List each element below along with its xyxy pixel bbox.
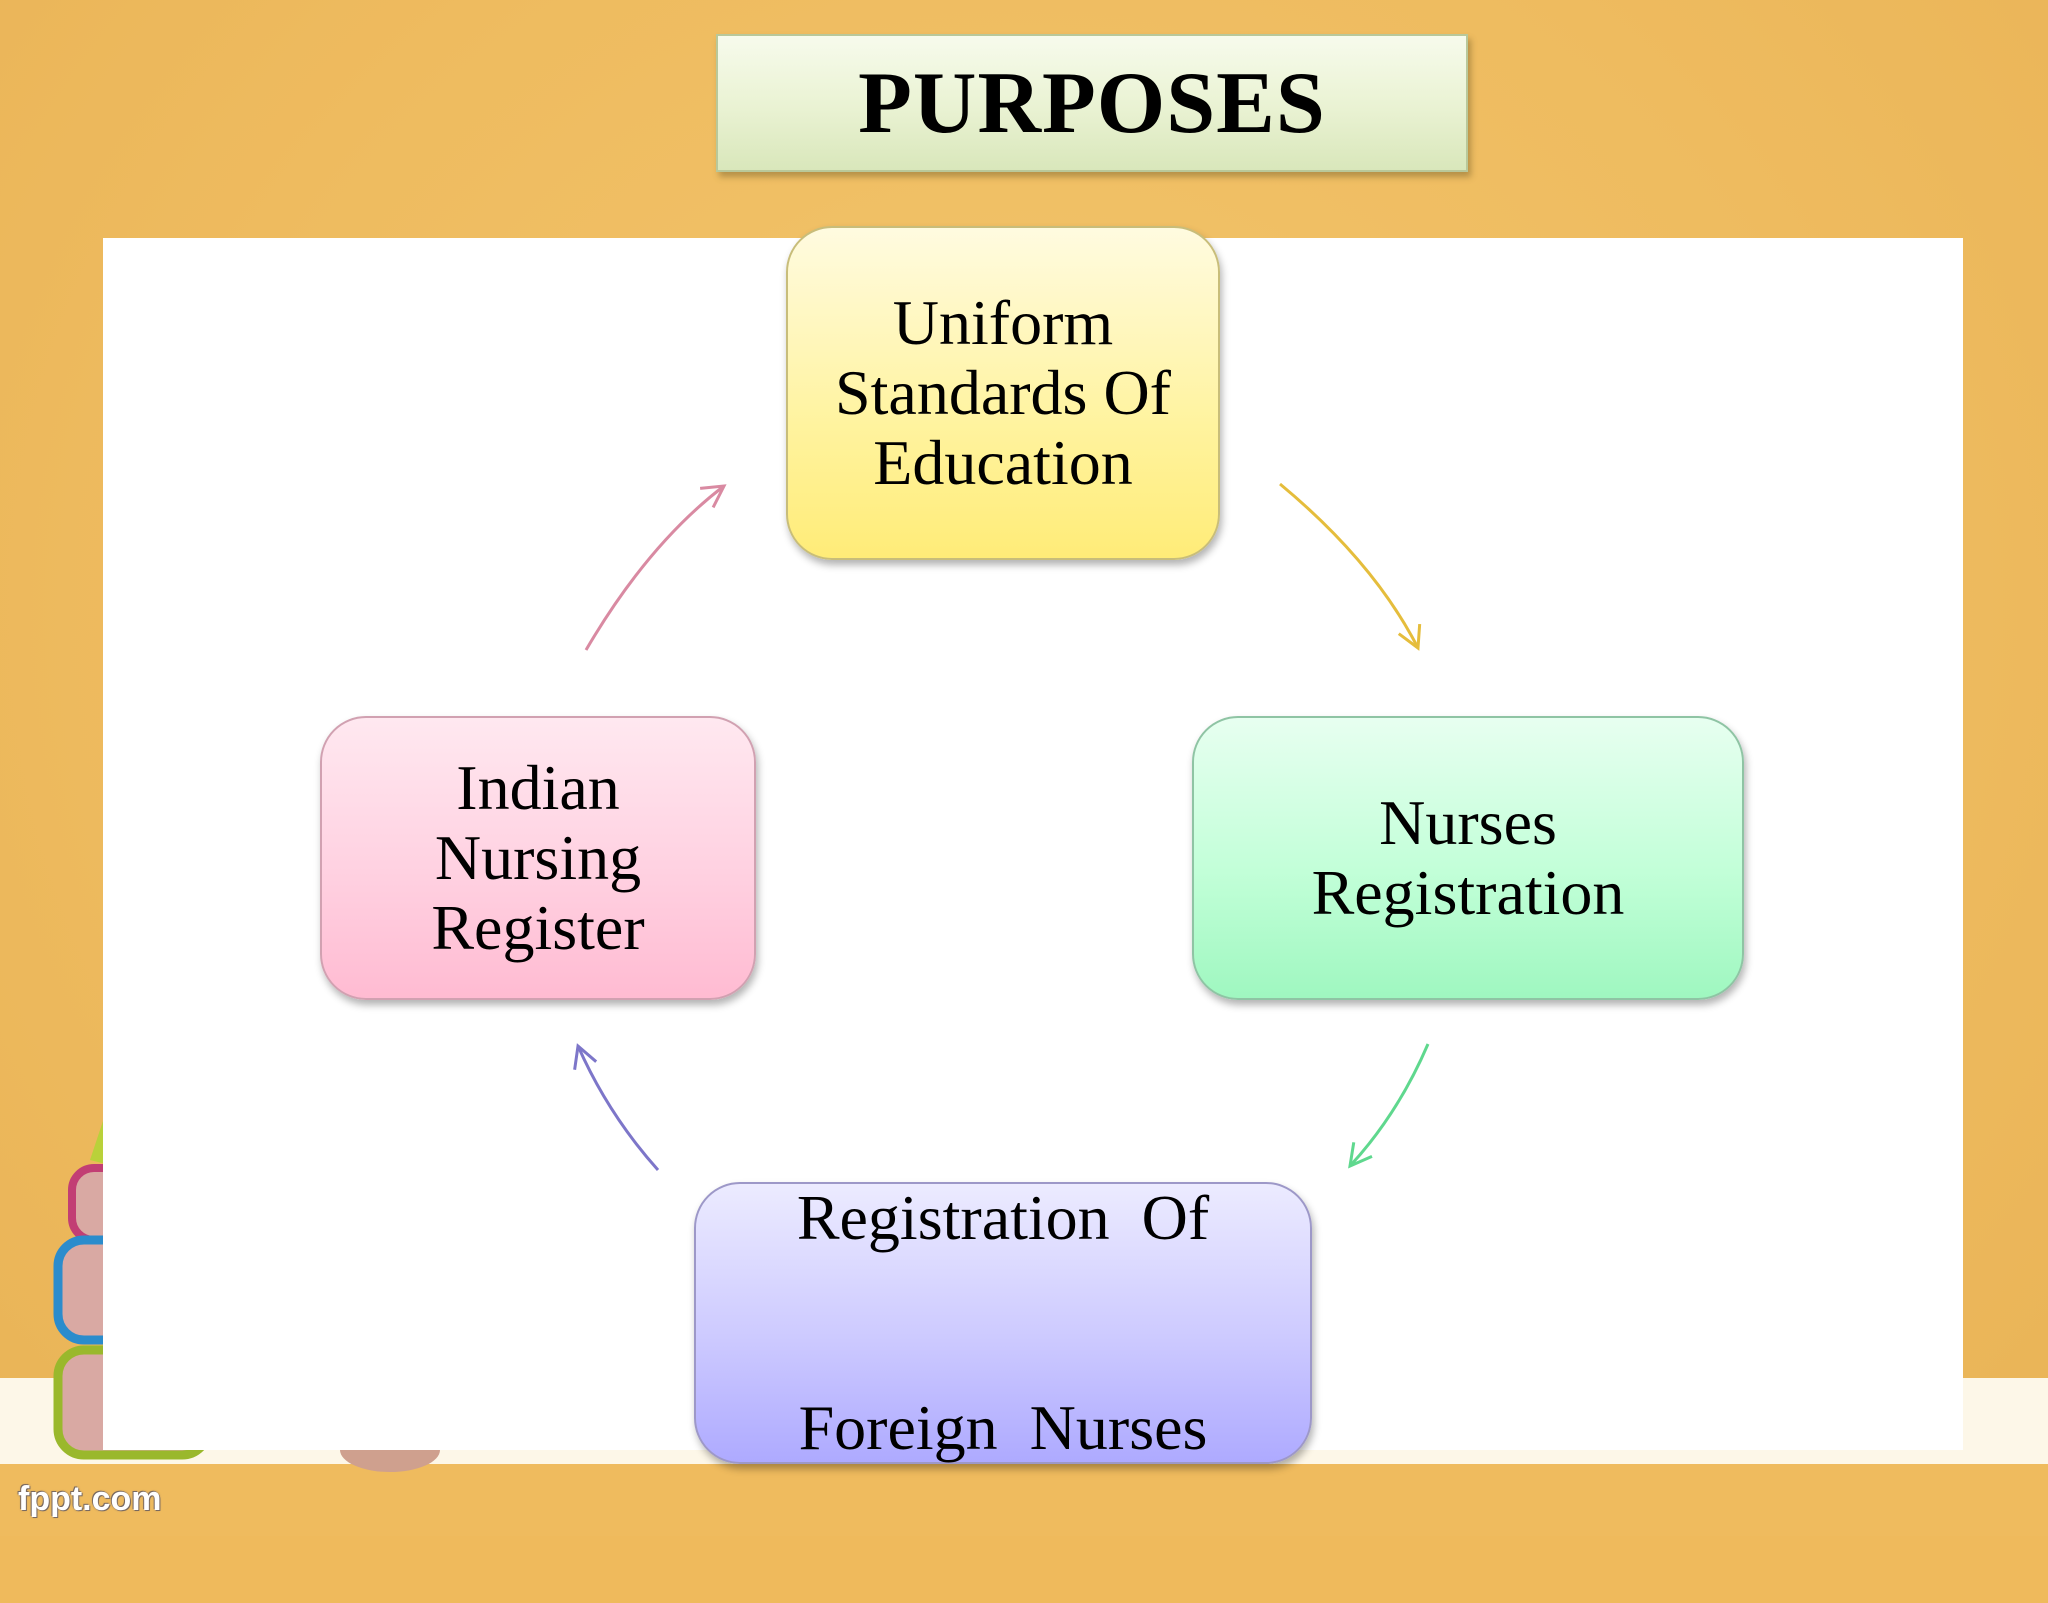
node-line: Nursing [434, 822, 642, 893]
page-title: PURPOSES [858, 54, 1326, 152]
arrowhead-nurses-registration [1397, 623, 1422, 651]
fppt-watermark: fppt.com [18, 1480, 162, 1518]
title-box: PURPOSES [716, 34, 1468, 172]
cycle-arrow-uniform-standards-to-nurses-registration [1279, 482, 1420, 649]
cycle-arrow-foreign-nurses-to-indian-register [576, 1045, 660, 1171]
node-line: Standards Of [835, 357, 1171, 428]
bottom-bar [0, 1464, 2048, 1536]
node-uniform-standards-label: Uniform Standards Of Education [813, 288, 1193, 498]
arrowhead-foreign-nurses [1348, 1142, 1373, 1169]
node-line: Education [873, 427, 1133, 498]
node-foreign-nurses-label: Registration Of Foreign Nurses [723, 1043, 1283, 1603]
node-line: Registration [1311, 857, 1625, 928]
node-uniform-standards: Uniform Standards Of Education [786, 226, 1220, 560]
node-line: Uniform [892, 287, 1114, 358]
arrowhead-uniform-standards [699, 484, 727, 509]
arrows-svg [573, 482, 1430, 1171]
arrowhead-indian-register [573, 1043, 598, 1070]
node-foreign-nurses: Registration Of Foreign Nurses [694, 1182, 1312, 1464]
node-line: Foreign Nurses [798, 1392, 1208, 1463]
cycle-arrow-nurses-registration-to-foreign-nurses [1348, 1043, 1430, 1168]
node-line: Indian [456, 752, 620, 823]
node-indian-register: Indian Nursing Register [320, 716, 756, 1000]
node-nurses-registration: Nurses Registration [1192, 716, 1744, 1000]
node-line: Nurses [1379, 787, 1557, 858]
cycle-arrow-indian-register-to-uniform-standards [584, 484, 725, 651]
node-indian-register-label: Indian Nursing Register [338, 753, 738, 963]
node-line: Registration Of [796, 1182, 1210, 1253]
cycle-arrows [573, 482, 1430, 1171]
node-line: Register [431, 892, 645, 963]
node-nurses-registration-label: Nurses Registration [1228, 788, 1708, 928]
